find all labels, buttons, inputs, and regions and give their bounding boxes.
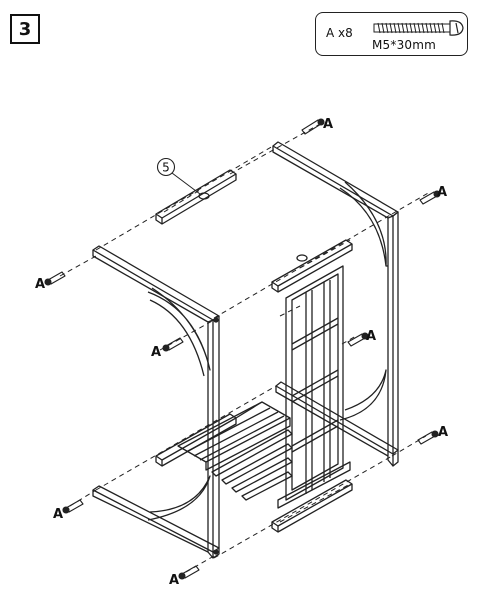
guide-lines [59,123,431,573]
screw-label-a: A [53,507,63,522]
back-side-frame [272,141,399,467]
part-callout [156,157,201,195]
middle-crossbar [271,239,353,293]
screw-icon [419,190,441,205]
top-crossbar-part-5 [155,169,237,225]
screw-quantity: A x8 [326,26,353,40]
screw-icon [62,499,84,514]
callout-number: 5 [162,161,170,175]
screw-label-a: A [323,117,333,132]
screw-label-a: A [437,185,447,200]
step-number-box: 3 [10,14,40,44]
screw-label-a: A [438,425,448,440]
step-number: 3 [18,18,32,40]
screw-icon [178,565,200,580]
bottom-front-crossbar [271,479,353,533]
screw-icon [301,118,325,135]
parts-list-box: A x8 M5*30mm [315,12,468,56]
screw-label-a: A [169,573,179,588]
screw-icon [347,332,369,347]
screw-icon [417,430,439,445]
screw-icon [373,20,464,36]
screw-icons [44,118,441,580]
screw-label-a: A [35,277,45,292]
screw-label-a: A [366,329,376,344]
front-side-frame [92,245,220,559]
screw-label-a: A [151,345,161,360]
slatted-shelf [177,401,293,501]
screw-icon [162,337,184,352]
screw-spec: M5*30mm [372,38,437,52]
screw-icon [44,271,66,286]
ladder-panel [277,265,351,509]
